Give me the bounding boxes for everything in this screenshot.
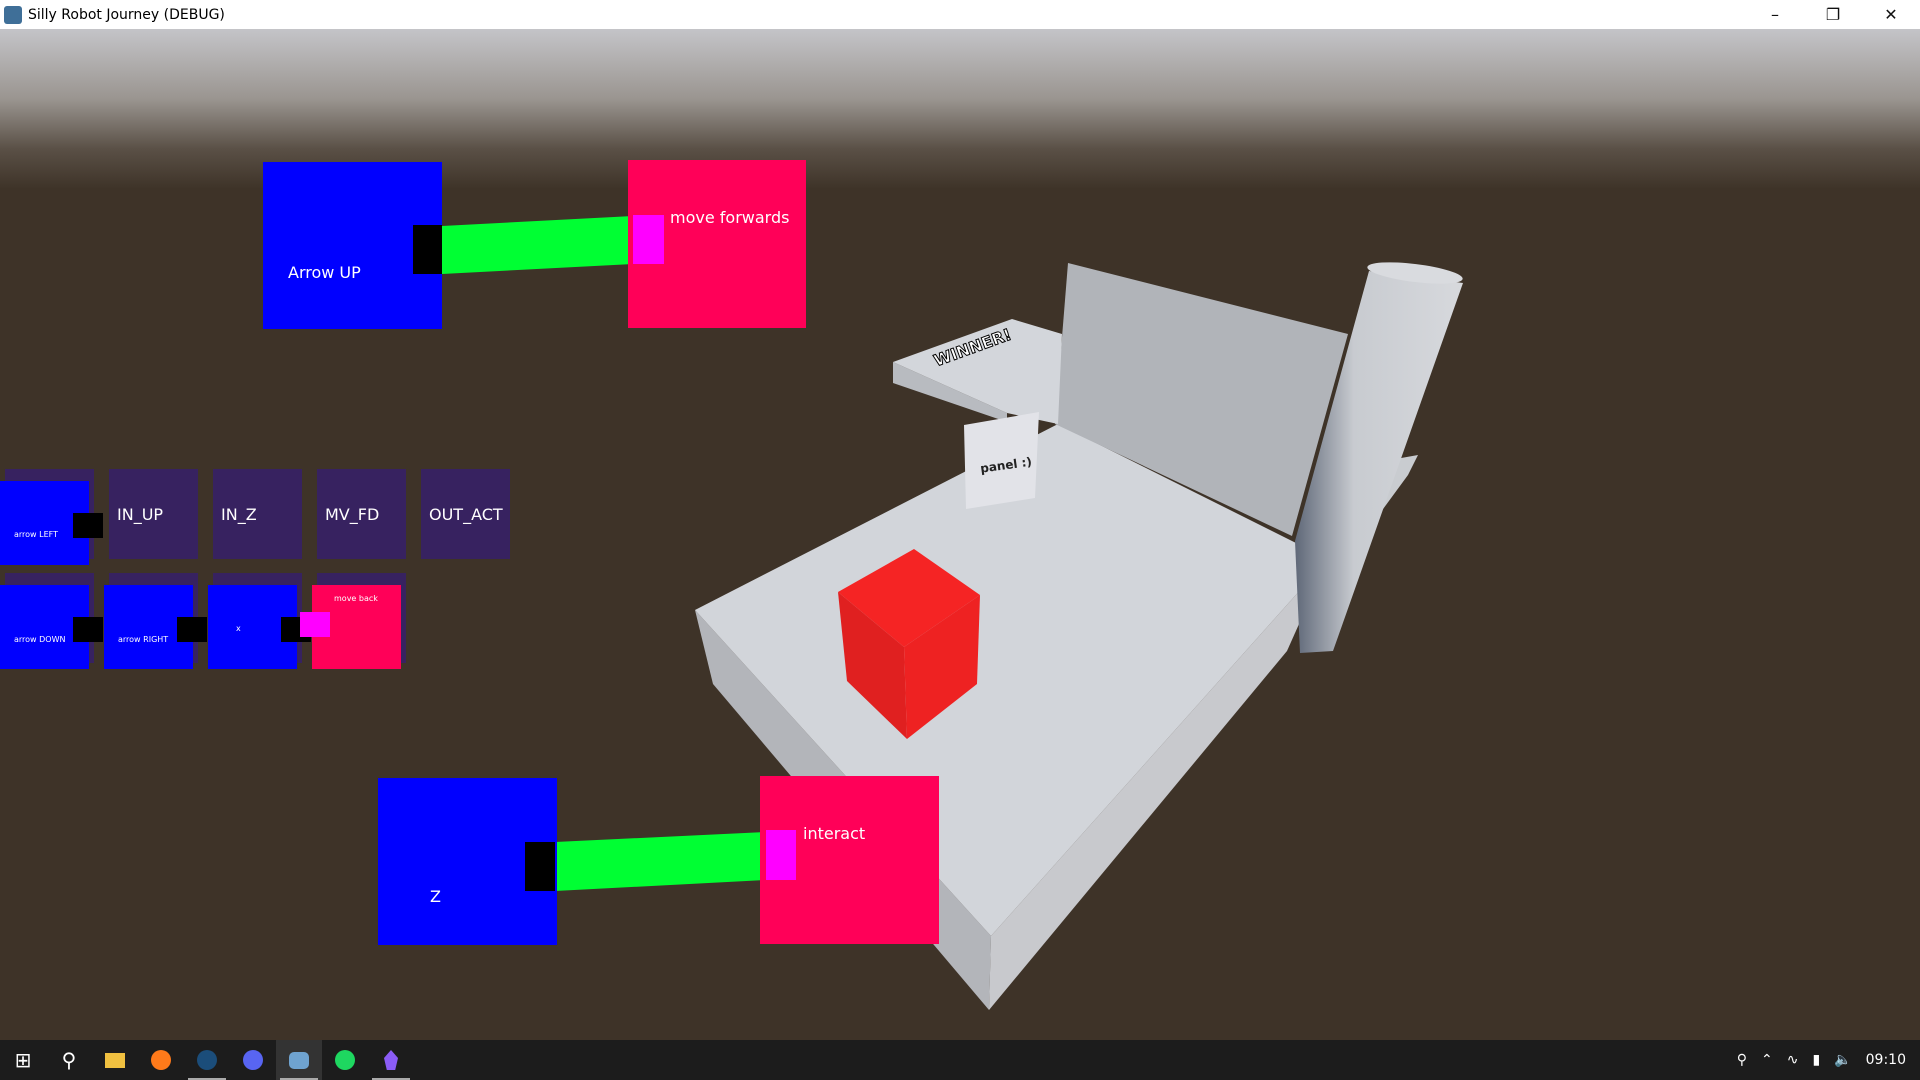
red-cube-right <box>904 595 980 739</box>
input-label: x <box>236 624 241 633</box>
output-label: move forwards <box>670 208 790 227</box>
close-button[interactable]: ✕ <box>1884 5 1898 24</box>
slot-label: IN_Z <box>221 504 257 524</box>
platform-right-face <box>989 559 1328 1010</box>
red-cube-top <box>838 549 980 647</box>
slot-in-up[interactable]: IN_UP <box>109 469 198 559</box>
search-icon[interactable]: ⚲ <box>61 1048 77 1072</box>
slot-out-act[interactable]: OUT_ACT <box>421 469 510 559</box>
discord-icon[interactable] <box>230 1040 276 1080</box>
pillar-stub <box>1375 455 1418 520</box>
winner-slab-side <box>893 362 1007 422</box>
spotify-icon[interactable] <box>322 1040 368 1080</box>
panel-board <box>964 412 1039 509</box>
input-label: Z <box>430 887 441 906</box>
firefox-icon[interactable] <box>138 1040 184 1080</box>
window-title: Silly Robot Journey (DEBUG) <box>28 6 225 23</box>
platform-top <box>695 424 1328 936</box>
wifi-icon[interactable]: ∿ <box>1786 1052 1799 1068</box>
cylinder-pillar <box>1295 271 1463 653</box>
output-port[interactable] <box>525 842 555 891</box>
slot-label: OUT_ACT <box>429 504 503 524</box>
winner-slab <box>893 319 1062 424</box>
slot-mv-fd[interactable]: MV_FD <box>317 469 406 559</box>
tray-search-icon[interactable]: ⚲ <box>1736 1052 1748 1068</box>
output-port[interactable] <box>177 617 207 642</box>
clock[interactable]: 09:10 <box>1865 1052 1906 1068</box>
input-label: arrow LEFT <box>14 530 59 539</box>
output-port[interactable] <box>73 513 103 538</box>
chevron-up-icon[interactable]: ⌃ <box>1761 1052 1773 1068</box>
godot-icon[interactable] <box>276 1040 322 1080</box>
minimize-button[interactable]: – <box>1771 5 1779 24</box>
restore-button[interactable]: ❐ <box>1825 5 1841 24</box>
slot-label: IN_UP <box>117 504 164 524</box>
output-port[interactable] <box>73 617 103 642</box>
red-cube-left <box>838 592 907 739</box>
slot-in-z[interactable]: IN_Z <box>213 469 302 559</box>
output-label: move back <box>334 594 378 603</box>
battery-icon[interactable]: ▮ <box>1812 1052 1821 1068</box>
input-label: arrow RIGHT <box>118 635 169 644</box>
file-explorer-icon[interactable] <box>92 1040 138 1080</box>
wire-bottom <box>555 832 766 891</box>
windows-start-icon[interactable]: ⊞ <box>14 1048 32 1072</box>
input-port[interactable] <box>633 215 664 264</box>
system-tray: ⚲ ⌃ ∿ ▮ 🔈 09:10 <box>1737 1040 1906 1080</box>
obsidian-icon[interactable] <box>368 1040 414 1080</box>
output-label: interact <box>803 824 866 843</box>
input-port[interactable] <box>300 612 330 637</box>
steam-icon[interactable] <box>184 1040 230 1080</box>
back-wall <box>1055 263 1348 536</box>
game-viewport[interactable]: WINNER! panel :) Arrow UP move forwards … <box>0 29 1920 1040</box>
input-port[interactable] <box>766 830 796 880</box>
input-node-arrow-up[interactable]: Arrow UP <box>263 162 442 329</box>
app-icon <box>4 5 22 24</box>
input-label: Arrow UP <box>288 263 361 282</box>
cylinder-top <box>1367 262 1463 284</box>
input-label: arrow DOWN <box>14 635 66 644</box>
taskbar: ⊞ ⚲ ⚲ ⌃ ∿ ▮ 🔈 09:10 <box>0 1040 1920 1080</box>
wire-top <box>442 216 633 274</box>
volume-icon[interactable]: 🔈 <box>1834 1052 1852 1068</box>
slot-label: MV_FD <box>325 504 380 524</box>
title-bar: Silly Robot Journey (DEBUG) – ❐ ✕ <box>0 0 1920 29</box>
output-port[interactable] <box>413 225 442 274</box>
